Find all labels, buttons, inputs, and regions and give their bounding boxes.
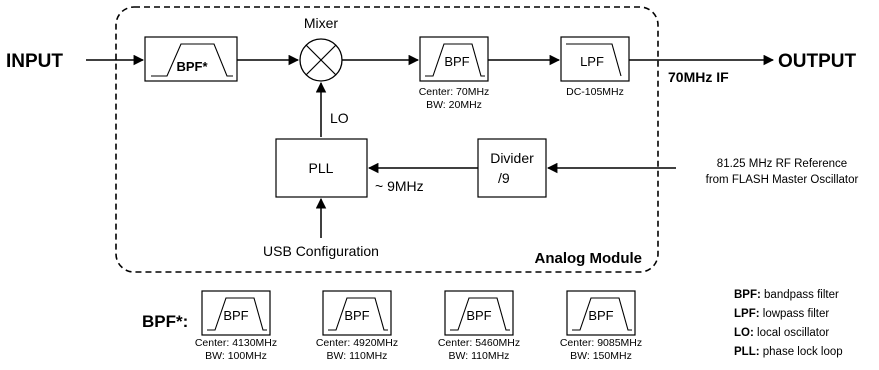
analog-module-label: Analog Module bbox=[535, 250, 643, 267]
legend-item: LPF: lowpass filter bbox=[734, 308, 829, 320]
pll-label: PLL bbox=[309, 160, 334, 176]
lo-label: LO bbox=[330, 110, 349, 126]
bpf-70mhz-label: BPF bbox=[444, 54, 469, 69]
bpf-option-label: BPF bbox=[466, 308, 491, 323]
bpf-option-block: BPF bbox=[566, 290, 636, 336]
bpf-70mhz-center: Center: 70MHz bbox=[419, 86, 490, 98]
rf-ref-line1: 81.25 MHz RF Reference bbox=[717, 158, 847, 170]
input-bpf-label: BPF* bbox=[176, 59, 208, 74]
bpf-option-label: BPF bbox=[344, 308, 369, 323]
bpf-option-center: Center: 4920MHz bbox=[316, 337, 398, 349]
bpf-option-center: Center: 4130MHz bbox=[195, 337, 277, 349]
lpf-block: LPF bbox=[560, 36, 630, 82]
legend-item: PLL: phase lock loop bbox=[734, 346, 843, 358]
legend-item: BPF: bandpass filter bbox=[734, 289, 839, 301]
bpf-options-title: BPF*: bbox=[142, 312, 188, 331]
input-bpf-block: BPF* bbox=[144, 36, 238, 82]
bpf-option-bw: BW: 100MHz bbox=[205, 350, 267, 362]
divider-label-line2: /9 bbox=[498, 170, 510, 186]
bpf-option-bw: BW: 110MHz bbox=[449, 350, 510, 362]
lpf-range: DC-105MHz bbox=[566, 86, 624, 98]
output-label: OUTPUT bbox=[778, 51, 857, 72]
bpf-option-bw: BW: 110MHz bbox=[327, 350, 388, 362]
bpf-option-block: BPF bbox=[201, 290, 271, 336]
if-output-label: 70MHz IF bbox=[668, 69, 729, 85]
legend-item: LO: local oscillator bbox=[734, 327, 829, 339]
bpf-option-bw: BW: 150MHz bbox=[570, 350, 632, 362]
bpf-70mhz-bw: BW: 20MHz bbox=[426, 99, 482, 111]
mixer-symbol bbox=[299, 38, 343, 82]
bpf-70mhz-block: BPF bbox=[419, 36, 489, 82]
analog-module-frame bbox=[115, 6, 659, 273]
bpf-option-block: BPF bbox=[444, 290, 514, 336]
rf-ref-line2: from FLASH Master Oscillator bbox=[706, 174, 859, 186]
input-label: INPUT bbox=[6, 51, 63, 72]
bpf-option-label: BPF bbox=[588, 308, 613, 323]
pll-block bbox=[275, 138, 368, 198]
nine-mhz-label: ~ 9MHz bbox=[375, 178, 424, 194]
bpf-option-block: BPF bbox=[322, 290, 392, 336]
mixer-label: Mixer bbox=[304, 15, 339, 31]
bpf-option-center: Center: 5460MHz bbox=[438, 337, 520, 349]
divider-block bbox=[477, 138, 547, 198]
usb-config-label: USB Configuration bbox=[263, 243, 379, 259]
bpf-option-center: Center: 9085MHz bbox=[560, 337, 642, 349]
divider-label-line1: Divider bbox=[490, 150, 534, 166]
lpf-label: LPF bbox=[580, 54, 604, 69]
bpf-option-label: BPF bbox=[223, 308, 248, 323]
